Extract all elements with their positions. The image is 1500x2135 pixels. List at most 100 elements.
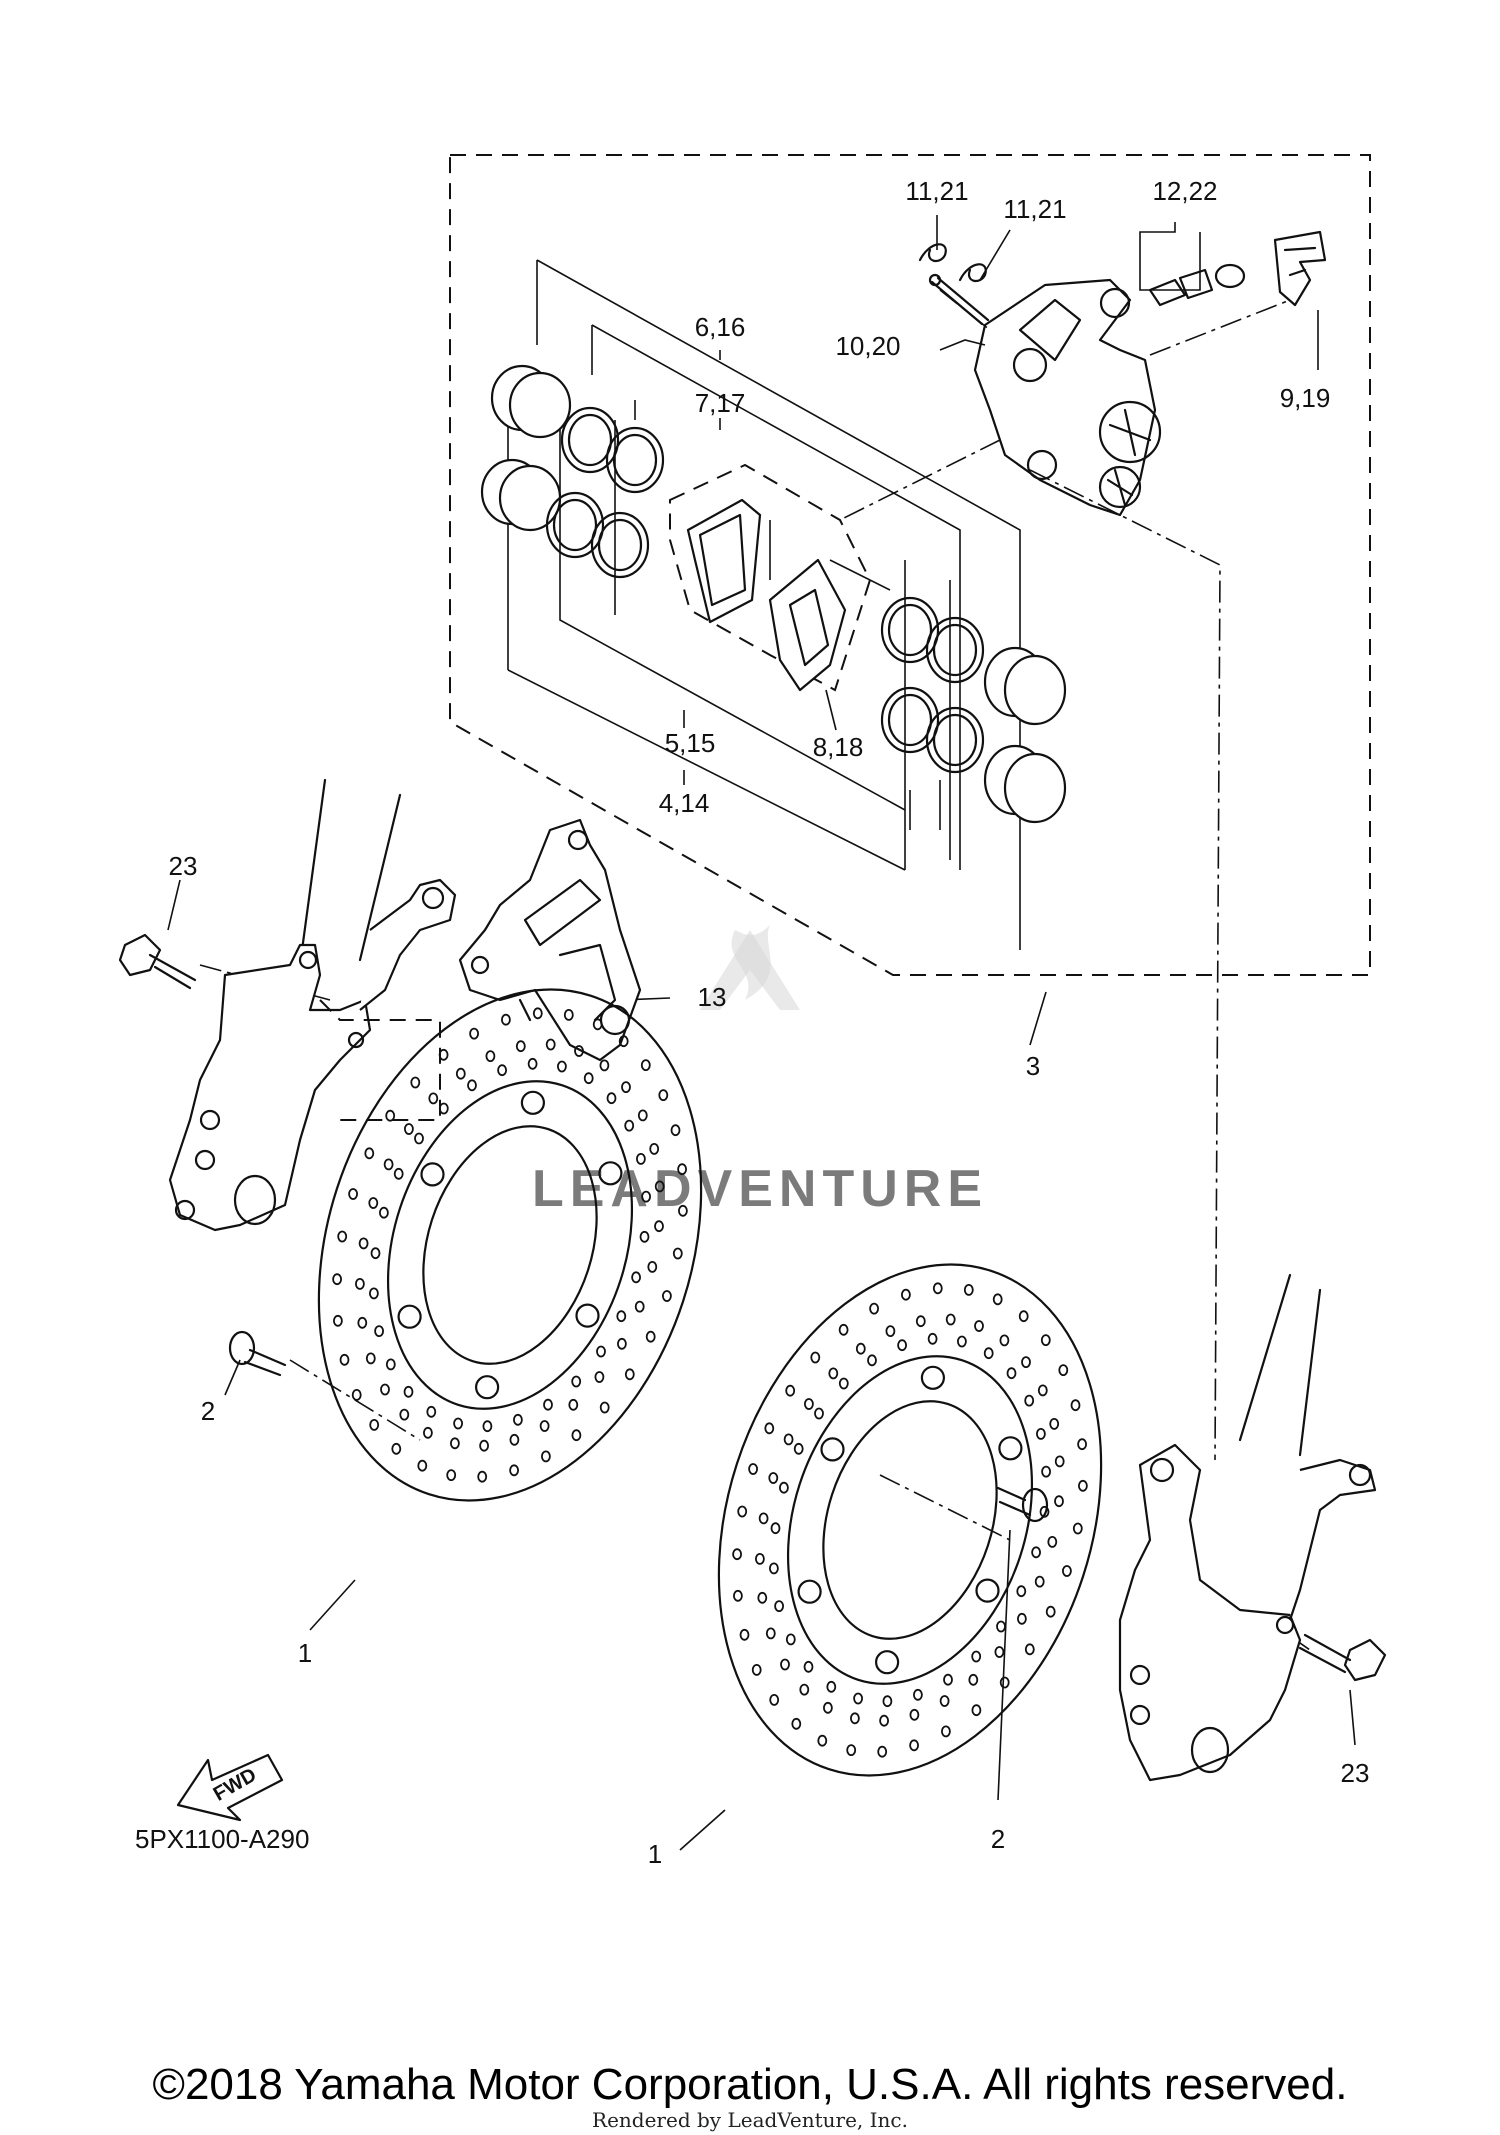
disc-drill-hole [365, 1352, 376, 1365]
disc-drill-hole [369, 1419, 380, 1431]
disc-drill-hole [568, 1398, 579, 1411]
disc-rivet-button [475, 1375, 500, 1400]
disc-drill-hole [647, 1261, 658, 1273]
disc-rivet-button [397, 1304, 422, 1329]
disc-drill-hole [446, 1469, 457, 1481]
disc-drill-hole [994, 1646, 1005, 1658]
disc-drill-hole [479, 1439, 490, 1452]
disc-drill-hole [364, 1147, 375, 1160]
disc-drill-hole [999, 1676, 1010, 1689]
disc-drill-hole [1021, 1356, 1031, 1368]
disc-drill-hole [599, 1059, 610, 1072]
disc-drill-hole [678, 1204, 688, 1217]
disc-drill-hole [677, 1163, 687, 1176]
fork-leg-right [1118, 1273, 1377, 1782]
disc-drill-hole [739, 1628, 750, 1641]
disc-rivet-button [797, 1579, 822, 1604]
callout-3: 3 [1026, 1051, 1040, 1081]
disc-drill-hole [596, 1345, 606, 1358]
disc-drill-hole [624, 1368, 635, 1381]
disc-drill-hole [748, 1463, 758, 1475]
disc-drill-hole [1072, 1522, 1083, 1535]
disc-drill-hole [901, 1288, 911, 1301]
disc-drill-hole [897, 1339, 907, 1352]
disc-left-holes [332, 1007, 688, 1483]
disc-drill-hole [1040, 1334, 1051, 1346]
disc-drill-hole [879, 1714, 889, 1727]
disc-drill-hole [636, 1153, 646, 1165]
disc-drill-hole [399, 1408, 410, 1421]
disc-drill-hole [732, 1548, 742, 1561]
callout-4-14: 4,14 [659, 788, 710, 818]
disc-drill-hole [631, 1271, 641, 1284]
copyright-notice: ©2018 Yamaha Motor Corporation, U.S.A. A… [152, 2060, 1348, 2109]
disc-rivet-button [975, 1578, 1000, 1603]
disc-drill-hole [513, 1413, 523, 1426]
disc-drill-hole [383, 1158, 394, 1171]
disc-drill-hole [599, 1401, 610, 1414]
diagram-code: 5PX1100-A290 [135, 1824, 309, 1854]
disc-rivet-button [920, 1365, 946, 1390]
disc-drill-hole [654, 1180, 665, 1193]
bolt-23-left [118, 933, 197, 990]
disc-drill-hole [410, 1076, 421, 1089]
bolts [118, 933, 1387, 1682]
disc-drill-hole [672, 1247, 683, 1260]
disc-drill-hole [1016, 1585, 1027, 1598]
fwd-arrow-icon: FWD [176, 1753, 284, 1822]
disc-drill-hole [532, 1007, 543, 1020]
disc-drill-hole [909, 1708, 920, 1721]
disc-drill-hole [733, 1589, 743, 1602]
disc-drill-hole [391, 1442, 402, 1455]
disc-drill-hole [438, 1102, 449, 1115]
disc-drill-hole [855, 1342, 866, 1355]
disc-drill-hole [617, 1337, 627, 1350]
disc-drill-hole [869, 1302, 879, 1315]
disc-drill-hole [541, 1450, 551, 1463]
callout-1-left: 1 [298, 1638, 312, 1668]
brake-pads [669, 463, 872, 692]
disc-drill-hole [539, 1420, 550, 1432]
disc-drill-hole [799, 1683, 810, 1696]
disc-drill-hole [639, 1230, 650, 1243]
disc-drill-hole [877, 1745, 888, 1758]
bolt-23-right [1298, 1633, 1387, 1682]
disc-drill-hole [357, 1316, 368, 1329]
disc-drill-hole [780, 1658, 790, 1671]
disc-drill-hole [618, 1035, 629, 1048]
disc-rivet-button [998, 1436, 1023, 1461]
callout-11-21-b: 11,21 [1003, 194, 1066, 224]
callout-23-left: 23 [169, 851, 198, 881]
disc-drill-hole [662, 1290, 672, 1302]
disc-drill-hole [634, 1300, 645, 1313]
disc-rivet-button [820, 1437, 845, 1462]
disc-drill-hole [574, 1045, 584, 1057]
disc-drill-hole [351, 1389, 362, 1401]
disc-drill-hole [594, 1371, 605, 1383]
disc-drill-hole [779, 1481, 789, 1494]
brake-disc-right [717, 1263, 1103, 1777]
disc-drill-hole [571, 1429, 582, 1442]
disc-drill-hole [783, 1433, 794, 1446]
disc-drill-hole [485, 1050, 496, 1062]
disc-drill-hole [414, 1132, 424, 1145]
piston-group-left [480, 364, 665, 579]
callout-12-22: 12,22 [1152, 176, 1217, 206]
disc-drill-hole [764, 1422, 775, 1435]
disc-drill-hole [658, 1089, 669, 1101]
disc-drill-hole [1024, 1643, 1035, 1656]
watermark-text: LEADVENTURE [532, 1160, 988, 1218]
caliper-kit-boundary [449, 154, 1371, 976]
disc-drill-hole [557, 1060, 567, 1073]
disc-drill-hole [497, 1064, 508, 1077]
disc-drill-hole [545, 1038, 556, 1051]
disc-drill-hole [417, 1459, 428, 1472]
disc-drill-hole [1078, 1479, 1088, 1492]
disc-drill-hole [640, 1059, 651, 1071]
disc-drill-hole [426, 1405, 437, 1418]
callout-6-16: 6,16 [695, 312, 746, 342]
disc-drill-hole [453, 1417, 464, 1430]
disc-drill-hole [957, 1335, 967, 1348]
disc-drill-hole [1037, 1384, 1048, 1397]
